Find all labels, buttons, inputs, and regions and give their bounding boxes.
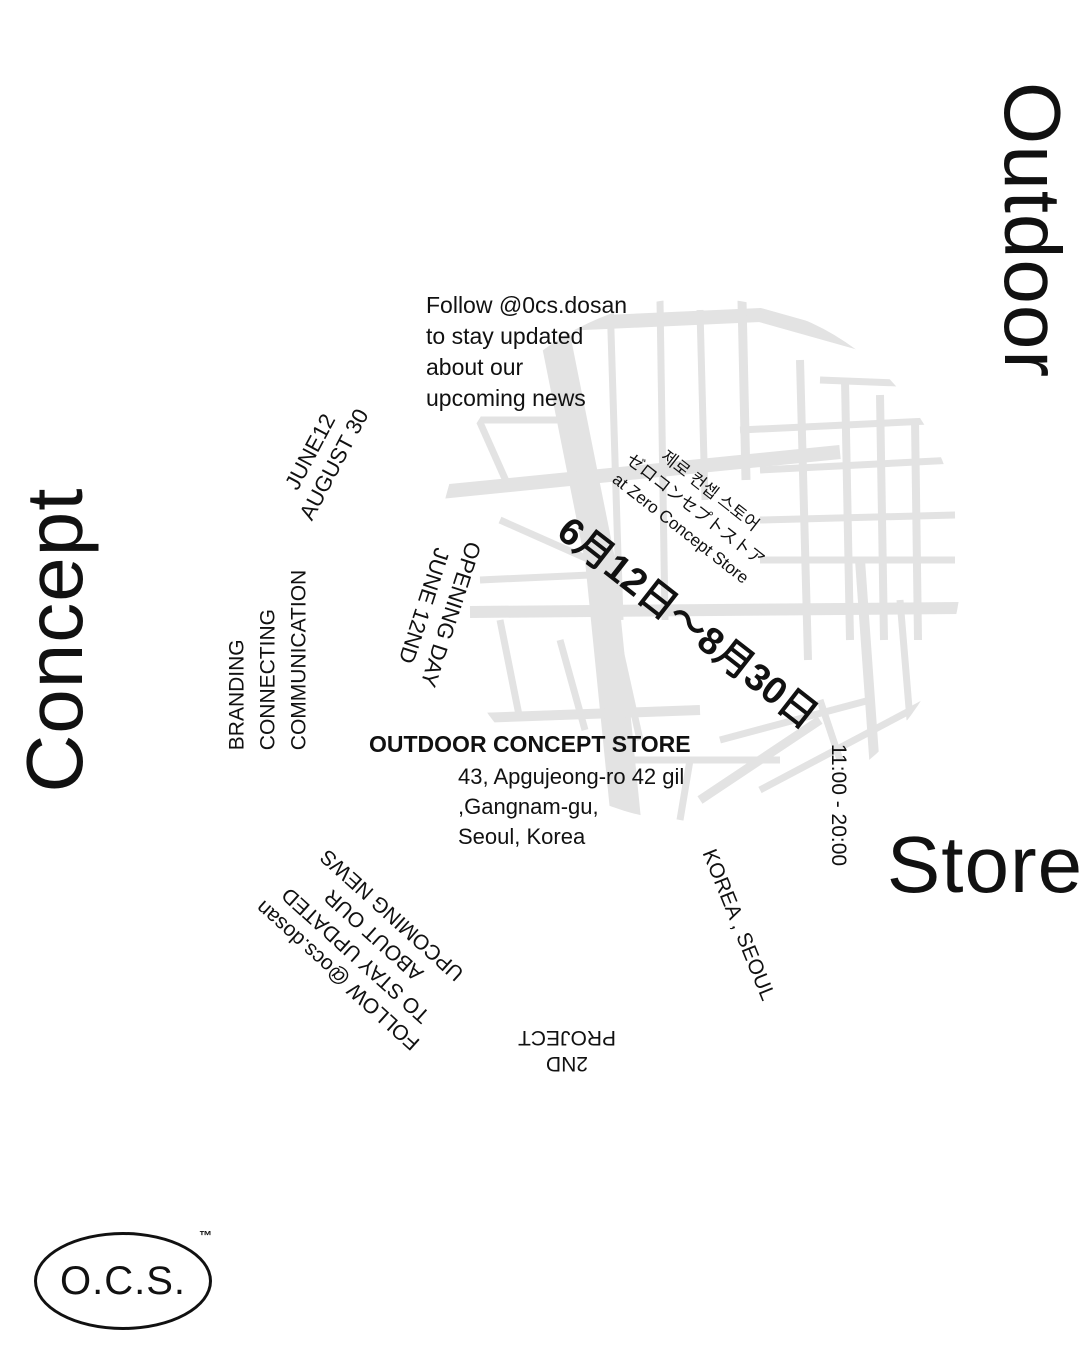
opening-hours: 11:00 - 20:00 — [827, 743, 850, 867]
tag-branding: BRANDING — [225, 639, 249, 751]
follow-line-4: upcoming news — [426, 385, 586, 411]
follow-line-2: to stay updated — [426, 323, 584, 349]
tag-connecting: CONNECTING — [256, 609, 280, 751]
address: 43, Apgujeong-ro 42 gil ,Gangnam-gu, Seo… — [458, 762, 684, 852]
follow-note: Follow @0cs.dosan to stay updated about … — [426, 290, 627, 414]
project-label: 2ND PROJECT — [518, 1024, 616, 1076]
trademark-mark: ™ — [199, 1228, 212, 1243]
address-line-3: Seoul, Korea — [458, 824, 586, 849]
project-word: PROJECT — [517, 1026, 617, 1049]
address-line-2: ,Gangnam-gu, — [458, 794, 599, 819]
logo-text: O.C.S. — [59, 1258, 187, 1303]
follow-line-3: about our — [426, 354, 524, 380]
project-number: 2ND — [545, 1052, 589, 1075]
branding-tags: BRANDING CONNECTING COMMUNICATION — [222, 570, 315, 750]
ocs-logo: O.C.S. — [34, 1232, 212, 1330]
concept-title: Concept — [10, 487, 99, 793]
store-name: OUTDOOR CONCEPT STORE — [369, 731, 691, 757]
follow-line-1: Follow @0cs.dosan — [426, 292, 628, 318]
store-title: Store — [886, 820, 1080, 909]
address-line-1: 43, Apgujeong-ro 42 gil — [458, 764, 685, 789]
outdoor-title: Outdoor — [988, 81, 1077, 379]
tag-communication: COMMUNICATION — [287, 569, 311, 751]
